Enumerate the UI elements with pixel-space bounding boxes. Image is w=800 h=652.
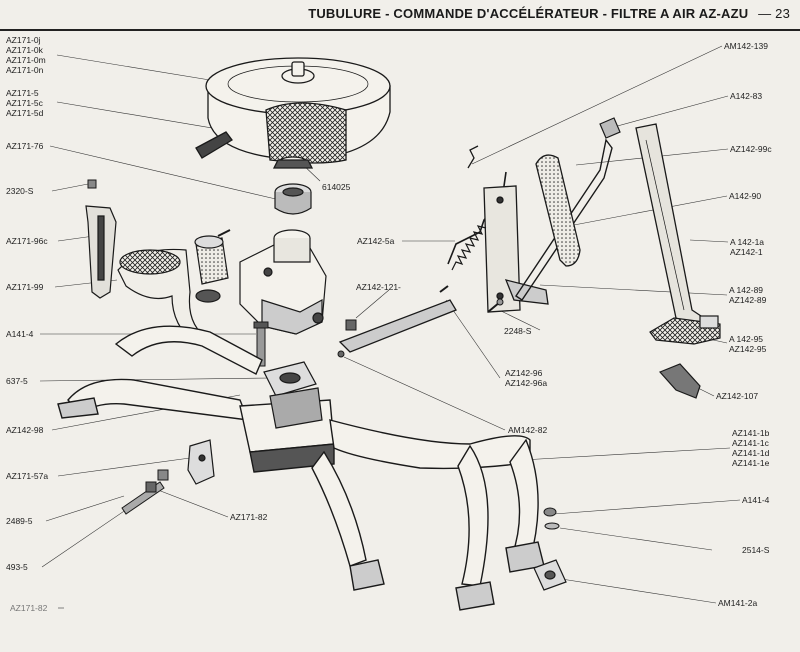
label-az171-76: AZ171-76	[6, 141, 44, 151]
manifold-flange	[263, 361, 323, 429]
block-a142-83	[599, 117, 621, 139]
label-az171-0j-group: AZ171-0j AZ171-0k AZ171-0m AZ171-0n	[6, 35, 46, 75]
pedal-lever	[635, 123, 706, 327]
nut-2320-s	[87, 179, 97, 189]
label-az171-57a: AZ171-57a	[6, 471, 49, 481]
accelerator-linkage	[338, 138, 613, 353]
page-title: TUBULURE - COMMANDE D'ACCÉLÉRATEUR - FIL…	[308, 6, 749, 21]
label-az142-98: AZ142-98	[6, 425, 44, 435]
label-az171-96c: AZ171-96c	[6, 236, 48, 246]
rubber-sleeve	[274, 183, 312, 215]
label-am142-82: AM142-82	[508, 425, 548, 435]
page-number: — 23	[758, 6, 790, 21]
label-az171-99: AZ171-99	[6, 282, 44, 292]
label-az142-5a: AZ142-5a	[357, 236, 395, 246]
label-a142-89-group: A 142-89 AZ142-89	[729, 285, 767, 305]
label-az142-99c: AZ142-99c	[730, 144, 772, 154]
label-a142-1-group: A 142-1a AZ142-1	[730, 237, 765, 257]
rubber-az142-107	[658, 363, 701, 399]
page-header: TUBULURE - COMMANDE D'ACCÉLÉRATEUR - FIL…	[0, 6, 790, 28]
label-2514-s: 2514-S	[742, 545, 770, 555]
small-parts	[337, 319, 357, 358]
label-az171-5-group: AZ171-5 AZ171-5c AZ171-5d	[6, 88, 44, 118]
intake-manifold	[57, 325, 545, 611]
clip-am142-139	[467, 145, 479, 169]
label-az142-107: AZ142-107	[716, 391, 759, 401]
gasket-am141-2a	[533, 559, 567, 591]
nuts-right	[543, 507, 560, 530]
label-az171-82-bottom: AZ171-82	[10, 603, 48, 613]
pedal-plate	[535, 154, 581, 267]
carburetor	[239, 229, 327, 335]
label-az141-1-group: AZ141-1b AZ141-1c AZ141-1d AZ141-1e	[732, 428, 770, 468]
spring-az142-5a	[451, 225, 487, 271]
label-637-5: 637-5	[6, 376, 28, 386]
label-a142-95-group: A 142-95 AZ142-95	[729, 334, 767, 354]
label-am141-2a: AM141-2a	[718, 598, 758, 608]
intake-elbow	[117, 248, 212, 345]
screw-2248-s	[487, 298, 504, 313]
label-a142-90: A142-90	[729, 191, 762, 201]
air-filter	[195, 57, 391, 169]
label-a142-83: A142-83	[730, 91, 763, 101]
label-az171-82-mid: AZ171-82	[230, 512, 268, 522]
label-2489-5: 2489-5	[6, 516, 33, 526]
label-am142-139: AM142-139	[724, 41, 768, 51]
bolt-a141-4-left	[253, 321, 269, 367]
label-a141-4-left: A141-4	[6, 329, 34, 339]
pad-a142-95	[649, 315, 721, 345]
label-az142-96-group: AZ142-96 AZ142-96a	[505, 368, 548, 388]
label-a141-4-right: A141-4	[742, 495, 770, 505]
label-2248-s: 2248-S	[504, 326, 532, 336]
bolt-assembly	[121, 469, 169, 515]
bracket-az171-57a	[187, 439, 215, 485]
bracket-az171-96c	[85, 205, 117, 299]
label-az142-121: AZ142-121-	[356, 282, 401, 292]
label-2320-s: 2320-S	[6, 186, 34, 196]
header-rule	[0, 29, 800, 31]
label-493-5: 493-5	[6, 562, 28, 572]
float-cap	[194, 229, 231, 303]
label-614025: 614025	[322, 182, 351, 192]
